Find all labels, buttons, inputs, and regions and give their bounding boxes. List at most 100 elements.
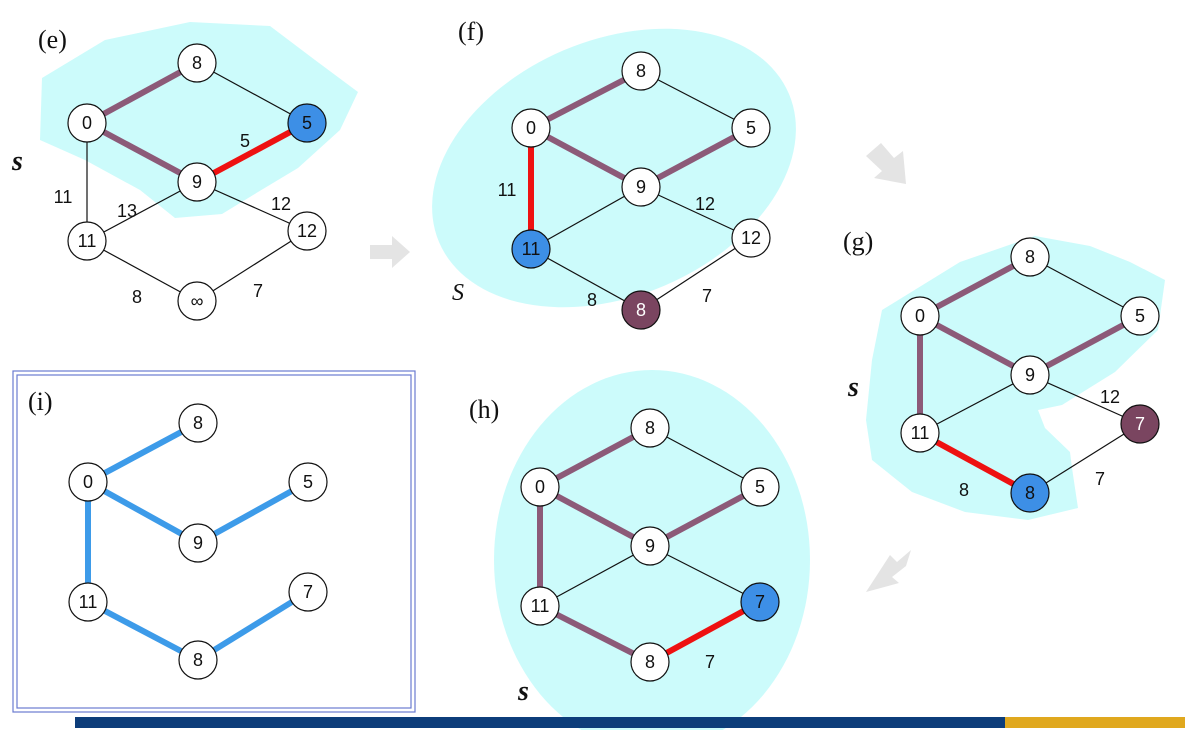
set-label-e: s xyxy=(11,146,23,177)
node-label-g-E: 11 xyxy=(911,423,930,443)
node-label-e-G: ∞ xyxy=(191,291,204,311)
panel-label-h: (h) xyxy=(469,395,499,424)
node-label-h-C: 5 xyxy=(755,477,765,497)
node-label-e-E: 11 xyxy=(78,231,97,251)
node-h-G xyxy=(630,642,670,682)
edge-e-B-C xyxy=(196,62,308,124)
edge-i-G-F xyxy=(196,589,310,663)
node-g-C xyxy=(1120,296,1160,336)
edge-weight-e-D-C: 5 xyxy=(240,131,250,151)
edge-h-D-C xyxy=(648,484,762,549)
node-f-E xyxy=(511,229,551,269)
region-layer xyxy=(40,22,1165,730)
node-label-e-D: 9 xyxy=(192,172,202,192)
node-g-E xyxy=(900,413,940,453)
node-label-g-F: 7 xyxy=(1135,414,1145,434)
edge-g-A-B xyxy=(918,254,1032,319)
edge-f-B-C xyxy=(640,70,752,129)
node-label-f-E: 11 xyxy=(522,239,541,259)
edge-e-A-D xyxy=(85,120,199,185)
edge-e-D-E xyxy=(86,181,198,242)
edge-g-G-F xyxy=(1029,423,1141,494)
panel-i-frame xyxy=(12,370,416,713)
edge-weight-g-E-G: 8 xyxy=(959,480,969,500)
node-g-A xyxy=(900,296,940,336)
edge-e-E-G xyxy=(86,240,198,302)
node-label-h-A: 0 xyxy=(535,477,545,497)
node-label-f-B: 8 xyxy=(636,61,646,81)
edge-weight-e-D-F: 12 xyxy=(271,194,291,214)
edge-i-A-B xyxy=(86,420,200,485)
node-label-f-A: 0 xyxy=(526,118,536,138)
panel-label-g: (g) xyxy=(843,227,873,256)
node-label-i-A: 0 xyxy=(83,472,93,492)
node-e-G xyxy=(177,281,217,321)
edge-g-D-C xyxy=(1028,313,1142,378)
node-f-G xyxy=(621,290,661,330)
edge-weight-e-A-E: 11 xyxy=(54,187,73,207)
edge-f-A-D xyxy=(529,125,643,190)
node-i-F xyxy=(288,572,328,612)
edge-h-G-F xyxy=(648,599,762,665)
edge-i-E-G xyxy=(86,599,200,663)
edge-e-D-F xyxy=(196,181,308,232)
edge-weight-f-A-E: 11 xyxy=(498,180,517,200)
node-f-C xyxy=(731,108,771,148)
node-g-D xyxy=(1010,355,1050,395)
node-label-f-F: 12 xyxy=(741,228,761,248)
node-f-F xyxy=(731,218,771,258)
edge-e-G-F xyxy=(196,230,308,302)
step-arrow-g-to-h xyxy=(866,550,911,592)
edge-f-A-B xyxy=(529,68,643,131)
node-e-F xyxy=(287,211,327,251)
node-label-i-G: 8 xyxy=(193,650,203,670)
edge-weight-h-G-F: 7 xyxy=(705,652,715,672)
step-arrow-e-to-f xyxy=(370,236,410,268)
node-label-g-C: 5 xyxy=(1135,306,1145,326)
region-e xyxy=(40,22,358,218)
edge-weight-f-E-G: 8 xyxy=(587,290,597,310)
edge-layer xyxy=(85,60,1142,665)
node-label-i-D: 9 xyxy=(193,533,203,553)
node-label-f-C: 5 xyxy=(746,118,756,138)
edge-weight-e-D-E: 13 xyxy=(117,201,137,221)
edge-f-D-E xyxy=(530,186,642,250)
panel-label-i: (i) xyxy=(28,387,53,416)
node-i-G xyxy=(178,640,218,680)
panel-label-layer: (e)s(f)S(g)s(h)s(i) xyxy=(11,17,873,707)
node-g-G xyxy=(1010,473,1050,513)
edge-g-A-D xyxy=(918,313,1032,378)
node-i-A xyxy=(68,462,108,502)
edge-f-D-C xyxy=(639,125,753,190)
node-f-D xyxy=(621,167,661,207)
node-i-D xyxy=(178,523,218,563)
panel-label-f: (f) xyxy=(458,17,484,46)
edge-g-D-F xyxy=(1029,374,1141,425)
node-label-g-D: 9 xyxy=(1025,365,1035,385)
edge-g-E-G xyxy=(918,430,1032,496)
node-label-g-A: 0 xyxy=(915,306,925,326)
edge-f-G-F xyxy=(640,237,752,311)
region-f xyxy=(432,28,796,308)
node-e-B xyxy=(177,43,217,83)
node-h-D xyxy=(630,526,670,566)
set-label-f: S xyxy=(452,280,464,306)
node-i-E xyxy=(68,582,108,622)
edge-h-D-E xyxy=(539,545,651,607)
edge-f-E-G xyxy=(530,248,642,311)
edge-f-D-F xyxy=(640,186,752,239)
node-label-e-C: 5 xyxy=(302,113,312,133)
edge-h-E-G xyxy=(538,603,652,665)
edge-weight-g-G-F: 7 xyxy=(1095,469,1105,489)
node-label-i-F: 7 xyxy=(303,582,313,602)
node-label-e-F: 12 xyxy=(297,221,317,241)
edge-h-D-F xyxy=(649,545,761,603)
edge-weight-f-G-F: 7 xyxy=(702,286,712,306)
step-arrow-f-to-g xyxy=(866,143,906,184)
edge-weight-g-D-F: 12 xyxy=(1100,387,1120,407)
node-h-E xyxy=(520,586,560,626)
node-label-i-B: 8 xyxy=(193,413,203,433)
node-h-A xyxy=(520,467,560,507)
